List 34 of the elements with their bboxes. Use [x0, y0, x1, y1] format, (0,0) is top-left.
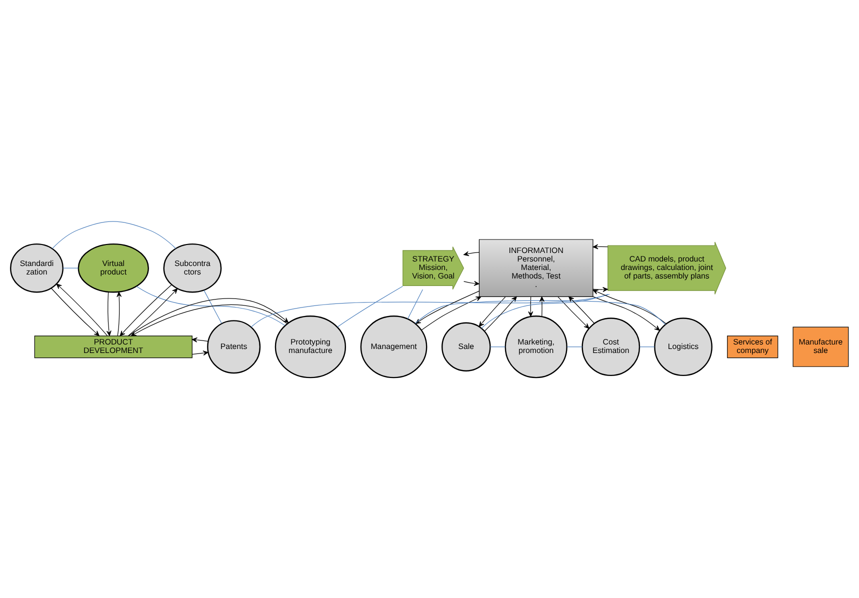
arrow [568, 296, 595, 324]
arrow [128, 288, 178, 336]
arrow [464, 280, 480, 286]
connector [204, 290, 222, 324]
connector [566, 346, 583, 347]
arrow [106, 291, 112, 336]
arrow [120, 284, 172, 336]
arrow [539, 296, 544, 316]
arrow [558, 296, 590, 328]
arrow [478, 296, 506, 326]
connector [481, 293, 608, 328]
connector [639, 346, 655, 347]
arrow [192, 336, 208, 342]
arrow [128, 298, 289, 336]
connector [52, 220, 176, 248]
arrow [464, 250, 480, 256]
arrow [116, 291, 122, 336]
arrow [484, 296, 517, 331]
arrow [130, 304, 288, 336]
arrow [50, 287, 100, 336]
arrow [592, 286, 608, 292]
arrow [592, 244, 608, 249]
connector [250, 293, 610, 327]
arrow [192, 350, 208, 356]
arrow [528, 296, 534, 316]
connector [490, 346, 506, 347]
arrow [421, 296, 482, 330]
connector [136, 286, 286, 326]
connector [407, 288, 423, 319]
connector [62, 267, 79, 268]
connector [337, 285, 404, 327]
arrow [592, 296, 660, 330]
arrow [592, 289, 666, 324]
arrow [56, 283, 108, 336]
